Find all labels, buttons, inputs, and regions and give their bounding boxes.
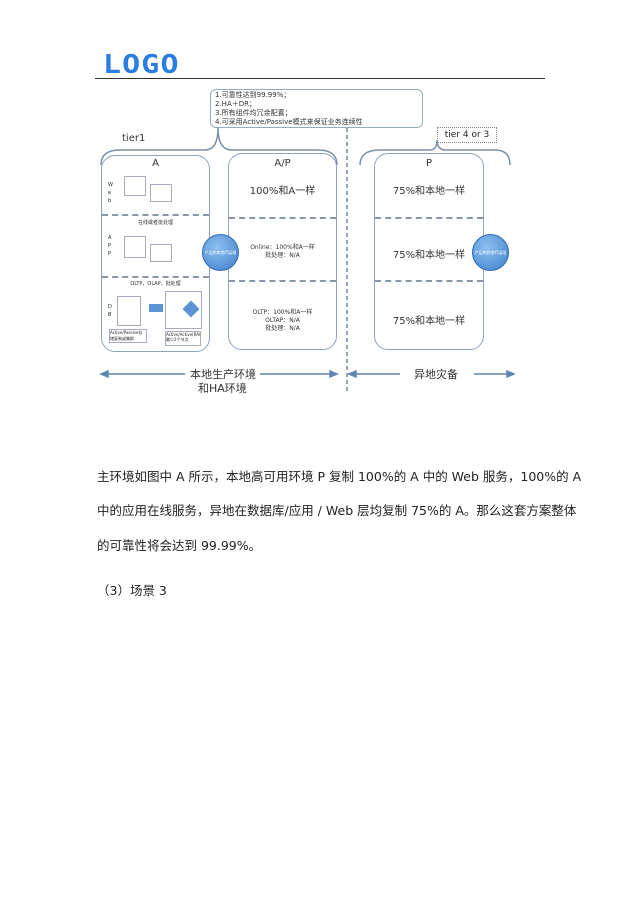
app-tier-label: A P P xyxy=(108,235,112,257)
tier1-label: tier1 xyxy=(122,133,146,144)
db-tier-label: D B xyxy=(108,304,112,318)
db-rac: Active/Active(RAC)最少2个节点 xyxy=(165,331,201,346)
body-paragraph-line: 主环境如图中 A 所示，本地高可用环境 P 复制 100%的 A 中的 Web … xyxy=(97,469,582,484)
diagram-lines xyxy=(99,127,516,392)
p-row1: 75%和本地一样 xyxy=(392,186,466,197)
ap-row2-line: 批处理：N/A xyxy=(265,252,300,259)
arrow-left xyxy=(99,369,339,379)
note-line: 3.所有组件均冗余配置； xyxy=(215,109,292,117)
box-p-title: P xyxy=(425,158,433,169)
arrow-right xyxy=(347,369,516,379)
local-env-label: 本地生产环境 xyxy=(186,366,260,382)
header-divider xyxy=(95,78,545,79)
box-p: P 75%和本地一样 75%和本地一样 75%和本地一样 xyxy=(374,153,484,350)
p-row3: 75%和本地一样 xyxy=(392,316,466,327)
logo: LOGO xyxy=(103,50,180,80)
ap-row1: 100%和A一样 xyxy=(249,186,316,197)
p-row2: 75%和本地一样 xyxy=(392,250,466,261)
circle-remote-ops: 产品的异地IT运维 xyxy=(472,234,509,271)
note-line: 1.可靠性达到99.99%； xyxy=(215,91,291,99)
note-line: 2.HA＋DR； xyxy=(215,100,256,108)
body-paragraph-line: 的可靠性将会达到 99.99%。 xyxy=(97,538,262,553)
ap-row2-line: Online：100%和A一样 xyxy=(250,244,315,251)
remote-dr-label: 异地灾备 xyxy=(410,366,462,382)
note-line: 4.可采用Active/Passive模式来保证业务连续性 xyxy=(215,118,363,126)
ap-row3-line: 批处理：N/A xyxy=(265,325,300,332)
db-label: OLTP，OLAP，批处理 xyxy=(130,281,181,287)
ha-env-label: 和HA环境 xyxy=(194,380,251,396)
body-paragraph-line: 中的应用在线服务，异地在数据库/应用 / Web 层均复制 75%的 A。那么这… xyxy=(97,503,577,518)
brace-right xyxy=(359,139,511,166)
requirements-note: 1.可靠性达到99.99%； 2.HA＋DR； 3.所有组件均冗余配置； 4.可… xyxy=(210,89,423,128)
box-a-title: A xyxy=(152,158,159,169)
brace-left xyxy=(100,127,338,166)
box-ap: A/P 100%和A一样 Online：100%和A一样 批处理：N/A OLT… xyxy=(228,153,337,350)
ap-row3-line: OLTP：100%和A一样 xyxy=(252,309,313,316)
box-a: A W e b 在线或者批处理 A P P OLTP，OLAP，批处理 D B … xyxy=(101,155,210,352)
db-active-passive: Active/Passive存储复制或集群 xyxy=(109,329,147,343)
circle-local-ops: 产品的本地IT运维 xyxy=(202,234,239,271)
ap-row3-line: OLTAP：N/A xyxy=(265,317,300,324)
section-heading: （3）场景 3 xyxy=(97,583,167,598)
app-label: 在线或者批处理 xyxy=(137,220,173,226)
web-label: W e b xyxy=(108,182,113,204)
tier43-label: tier 4 or 3 xyxy=(437,127,497,143)
box-ap-title: A/P xyxy=(274,158,291,169)
